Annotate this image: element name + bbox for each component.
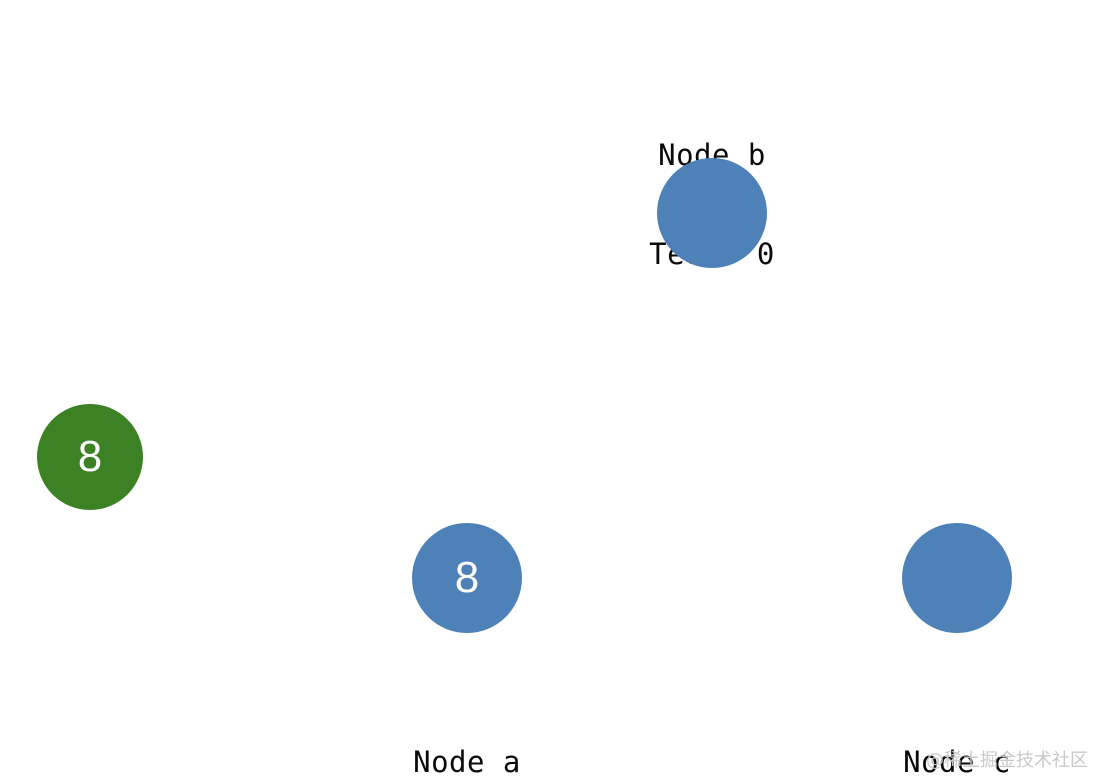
node-a-circle[interactable]: 8 — [412, 523, 522, 633]
node-c-circle[interactable] — [902, 523, 1012, 633]
node-a-value: 8 — [454, 553, 480, 602]
node-a-name: Node a — [413, 745, 521, 779]
message-token-value: 8 — [77, 432, 103, 481]
node-b-circle[interactable] — [657, 158, 767, 268]
node-a-label: Node a Term: 0 — [317, 680, 617, 780]
node-c-name: Node c — [903, 745, 1011, 779]
node-c-label: Node c Term: 0 — [807, 680, 1106, 780]
watermark: @稀土掘金技术社区 — [926, 750, 1088, 771]
message-token-circle[interactable]: 8 — [37, 404, 143, 510]
